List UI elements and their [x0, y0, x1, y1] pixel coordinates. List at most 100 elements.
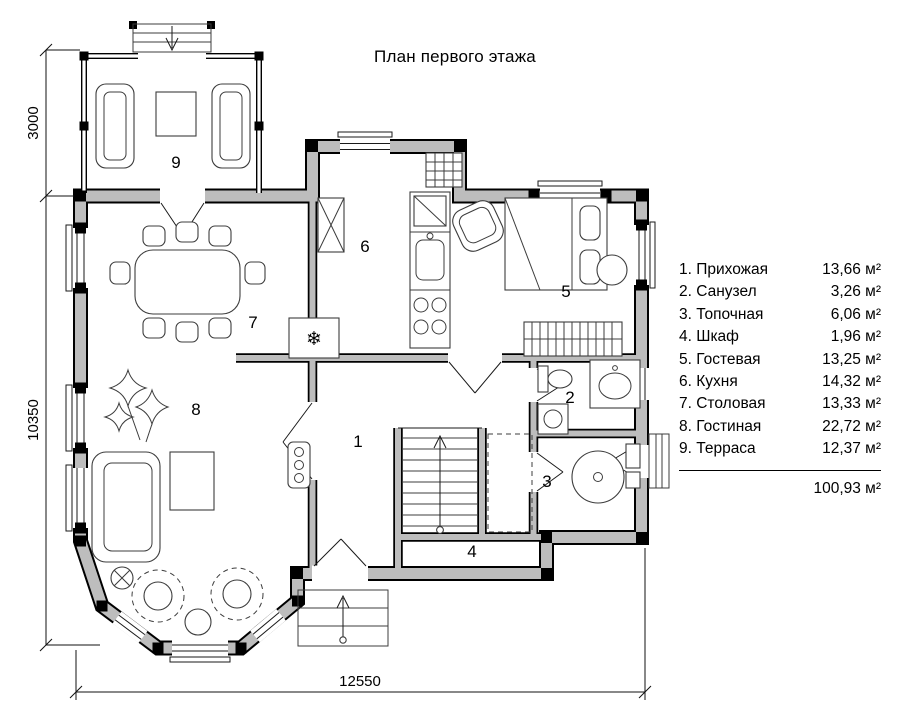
room-number-3: 3 [542, 472, 551, 491]
legend-room-area: 14,32 м² [822, 373, 881, 391]
legend-item: 2. Санузел 3,26 м² [679, 281, 881, 303]
legend-item: 3. Топочная 6,06 м² [679, 304, 881, 326]
legend-room-area: 1,96 м² [830, 328, 881, 346]
legend-item: 4. Шкаф 1,96 м² [679, 326, 881, 348]
room-number-2: 2 [565, 388, 574, 407]
room-numbers: 1 2 3 4 5 6 7 8 9 [171, 153, 574, 561]
dimension-lines: 3000 10350 12550 [25, 43, 652, 700]
legend-item: 7. Столовая 13,33 м² [679, 393, 881, 415]
window-living-left-1 [65, 384, 89, 452]
legend-item: 8. Гостиная 22,72 м² [679, 416, 881, 438]
terrace-arrow-icon [165, 37, 179, 52]
legend-room-label: 2. Санузел [679, 283, 757, 301]
stair-arrow-icon [433, 434, 447, 449]
window-bay-left-angle [112, 611, 148, 643]
sofa [211, 83, 251, 169]
vent-shaft [425, 152, 463, 188]
washbasin-icon [589, 359, 641, 409]
guest-room-furniture [452, 197, 628, 357]
freezer-cabinet: ❄ [288, 317, 340, 359]
entrance-porch [297, 589, 389, 647]
plant-icon [103, 368, 170, 443]
room-legend: 1. Прихожая 13,66 м² 2. Санузел 3,26 м² … [679, 259, 881, 498]
kitchen-sink [415, 239, 445, 281]
door-swing-boiler [536, 452, 564, 492]
stairs [398, 427, 533, 534]
door-swing-kitchen-hall [448, 361, 502, 394]
floor-lamp-icon [110, 566, 134, 590]
windows [65, 131, 656, 663]
room-number-4: 4 [467, 542, 476, 561]
boiler-icon [571, 450, 625, 504]
dimension-label-10350: 10350 [25, 399, 42, 441]
legend-room-area: 22,72 м² [822, 417, 881, 435]
toilet-icon [537, 365, 573, 393]
terrace-door-gap [138, 51, 206, 61]
wardrobe [523, 321, 623, 357]
bathroom-fixtures [537, 359, 641, 435]
freezer-icon: ❄ [306, 329, 322, 350]
window-living-left-2 [65, 464, 89, 532]
legend-room-label: 8. Гостиная [679, 417, 762, 435]
wall-unit [625, 471, 641, 489]
side-table [184, 608, 212, 636]
legend-room-area: 13,33 м² [822, 395, 881, 413]
legend-divider [679, 469, 881, 471]
room-number-9: 9 [171, 153, 180, 172]
side-steps [648, 433, 670, 489]
dining-furniture [109, 221, 266, 343]
legend-room-label: 9. Терраса [679, 440, 756, 458]
legend-item: 6. Кухня 14,32 м² [679, 371, 881, 393]
dimension-label-3000: 3000 [25, 106, 42, 139]
stove-icon [413, 297, 447, 335]
room-number-7: 7 [248, 313, 257, 332]
legend-item: 9. Терраса 12,37 м² [679, 438, 881, 460]
legend-room-area: 13,66 м² [822, 261, 881, 278]
legend-room-area: 3,26 м² [830, 283, 881, 301]
window-guest-right [633, 221, 656, 289]
legend-item: 5. Гостевая 13,25 м² [679, 349, 881, 371]
terrace-steps [132, 23, 212, 53]
dining-table [134, 249, 241, 315]
page-title: План первого этажа [374, 47, 536, 66]
legend-room-label: 6. Кухня [679, 373, 738, 391]
radiator [287, 441, 311, 489]
sofa [95, 83, 135, 169]
armchair [452, 200, 504, 252]
legend-item: 1. Прихожая 13,66 м² [679, 259, 881, 281]
washing-machine-icon [537, 403, 569, 435]
dining-chairs [109, 221, 266, 343]
pouf [596, 254, 628, 286]
kitchen-furniture: ❄ [288, 191, 451, 359]
living-room-furniture [91, 368, 311, 636]
pillow [579, 205, 601, 241]
round-armchair [131, 569, 185, 623]
terrace-furniture [95, 83, 251, 169]
terrace-table [155, 91, 197, 137]
legend-room-area: 13,25 м² [822, 350, 881, 368]
boiler-room-fixtures [571, 443, 641, 504]
room-number-8: 8 [191, 400, 200, 419]
window-kitchen-top [337, 131, 393, 155]
wall-unit [625, 443, 641, 469]
room-number-1: 1 [353, 432, 362, 451]
wardrobe-dashed-outline [487, 433, 533, 533]
round-armchair [210, 567, 264, 621]
legend-room-label: 7. Столовая [679, 395, 766, 413]
room-number-5: 5 [561, 282, 570, 301]
dimension-label-12550: 12550 [339, 673, 381, 690]
legend-room-area: 12,37 м² [822, 440, 881, 458]
coffee-table [169, 451, 215, 511]
room-number-6: 6 [360, 237, 369, 256]
legend-room-label: 5. Гостевая [679, 350, 761, 368]
entrance-arrow-icon [336, 594, 350, 609]
legend-room-area: 6,06 м² [830, 305, 881, 323]
stair-start-dot [436, 526, 444, 534]
sofa [91, 451, 161, 563]
legend-total-area: 100,93 м² [813, 479, 881, 497]
window-bay-bottom [169, 640, 231, 663]
window-bay-right-angle [250, 609, 286, 643]
legend-room-label: 3. Топочная [679, 305, 764, 323]
